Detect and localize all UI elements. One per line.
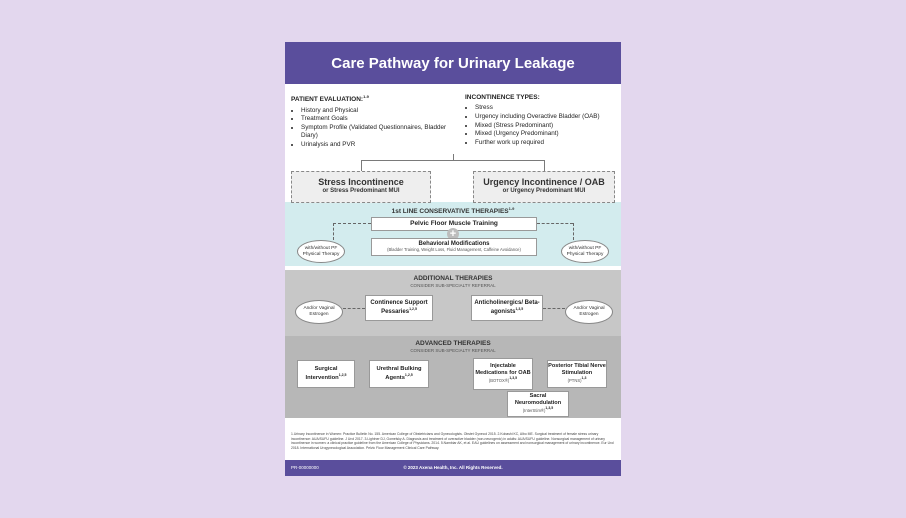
first-line-sup: 1-9 — [508, 206, 515, 211]
urgency-incontinence-box: Urgency Incontinence / OAB or Urgency Pr… — [473, 171, 615, 203]
stress-subtitle: or Stress Predominant MUI — [322, 188, 400, 194]
surgical-intervention-box: Surgical Intervention1,2,5 — [297, 360, 355, 388]
pf-physical-therapy-oval-right: with/without PF Physical Therapy — [561, 240, 609, 263]
list-item: Urinalysis and PVR — [301, 141, 459, 149]
references-text: 1.Urinary Incontinence in Women: Practic… — [291, 432, 614, 450]
sacral-neuromodulation-box: Sacral Neuromodulation (InterStim®)1,3,5 — [507, 391, 569, 417]
urethral-bulking-box: Urethral Bulking Agents1,2,5 — [369, 360, 429, 388]
footer-bar: PR-00000000 © 2023 Axena Health, Inc. Al… — [285, 460, 621, 476]
list-item: Mixed (Stress Predominant) — [475, 122, 617, 130]
stress-title: Stress Incontinence — [318, 177, 404, 187]
behavioral-modifications-box: Behavioral Modifications (Bladder Traini… — [371, 238, 537, 256]
plus-icon: + — [447, 228, 459, 240]
list-item: Further work up required — [475, 139, 617, 147]
document-code: PR-00000000 — [291, 465, 319, 470]
patient-evaluation-title: PATIENT EVALUATION: — [291, 96, 364, 104]
incontinence-types-list: Stress Urgency including Overactive Blad… — [465, 104, 617, 147]
patient-evaluation-list: History and Physical Treatment Goals Sym… — [291, 107, 459, 149]
list-item: Mixed (Urgency Predominant) — [475, 130, 617, 138]
pf-physical-therapy-oval-left: with/without PF Physical Therapy — [297, 240, 345, 263]
additional-therapies-subtitle: CONSIDER SUB-SPECIALTY REFERRAL — [410, 283, 496, 288]
anticholinergics-box: Anticholinergics/ Beta-agonists1,3,5 — [471, 295, 543, 321]
list-item: History and Physical — [301, 107, 459, 115]
continence-pessaries-box: Continence Support Pessaries1,2,5 — [365, 295, 433, 321]
advanced-therapies-title: ADVANCED THERAPIES — [415, 340, 491, 347]
injectable-medications-box: Injectable Medications for OAB (BOTOX®)1… — [473, 358, 533, 390]
vaginal-estrogen-oval-right: And/or Vaginal Estrogen — [565, 300, 613, 324]
incontinence-types-title: INCONTINENCE TYPES: — [465, 94, 540, 101]
incontinence-types: INCONTINENCE TYPES: Stress Urgency inclu… — [465, 94, 617, 148]
vaginal-estrogen-oval-left: And/or Vaginal Estrogen — [295, 300, 343, 324]
dashed-connector — [537, 223, 573, 224]
ptns-box: Posterior Tibial Nerve Stimulation (PTNS… — [547, 360, 607, 388]
first-line-title: 1st LINE CONSERVATIVE THERAPIES1-9 — [391, 206, 515, 216]
dashed-connector — [333, 223, 371, 224]
patient-evaluation: PATIENT EVALUATION:1-9 History and Physi… — [291, 94, 459, 149]
connector-line — [544, 160, 545, 171]
list-item: Treatment Goals — [301, 115, 459, 123]
list-item: Urgency including Overactive Bladder (OA… — [475, 113, 617, 121]
dashed-connector — [543, 308, 565, 309]
advanced-therapies-subtitle: CONSIDER SUB-SPECIALTY REFERRAL — [410, 348, 496, 353]
dashed-connector — [573, 223, 574, 240]
urgency-subtitle: or Urgency Predominant MUI — [502, 188, 586, 194]
patient-evaluation-sup: 1-9 — [363, 94, 369, 99]
page-title: Care Pathway for Urinary Leakage — [285, 42, 621, 84]
additional-therapies-band — [285, 270, 621, 336]
urgency-title: Urgency Incontinence / OAB — [483, 177, 605, 187]
dashed-connector — [343, 308, 365, 309]
copyright-text: © 2023 Axena Health, Inc. All Rights Res… — [403, 465, 503, 470]
connector-line — [453, 154, 454, 160]
additional-therapies-title: ADDITIONAL THERAPIES — [413, 275, 493, 282]
dashed-connector — [333, 223, 334, 240]
connector-line — [361, 160, 545, 161]
stress-incontinence-box: Stress Incontinence or Stress Predominan… — [291, 171, 431, 203]
care-pathway-document: Care Pathway for Urinary Leakage PATIENT… — [285, 42, 621, 476]
connector-line — [361, 160, 362, 171]
list-item: Stress — [475, 104, 617, 112]
list-item: Symptom Profile (Validated Questionnaire… — [301, 124, 459, 140]
